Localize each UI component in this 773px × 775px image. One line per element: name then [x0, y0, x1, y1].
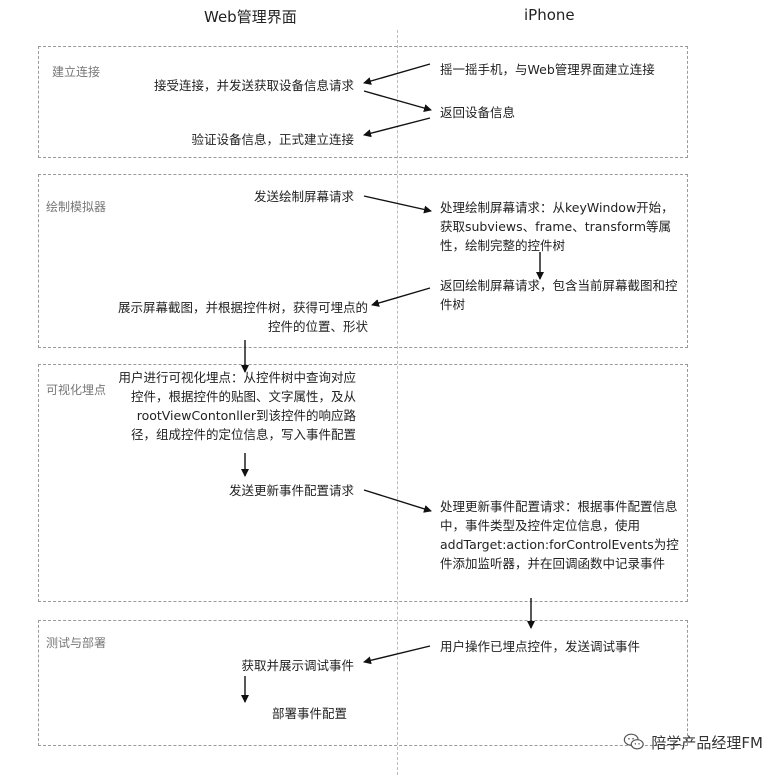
arrow-user-op-to-get-debug [363, 645, 431, 665]
step-return-draw-result: 返回绘制屏幕请求，包含当前屏幕截图和控件树 [440, 278, 678, 312]
section-label-draw: 绘制模拟器 [46, 200, 107, 214]
section-label-test: 测试与部署 [46, 636, 107, 650]
step-return-device-info: 返回设备信息 [440, 105, 516, 120]
step-verify-device: 验证设备信息，正式建立连接 [191, 132, 354, 147]
arrow-accept-to-return [363, 90, 432, 112]
iphone-column-title: iPhone [524, 6, 575, 24]
section-label-connect: 建立连接 [52, 65, 101, 79]
column-divider [397, 30, 398, 775]
step-handle-update-request: 处理更新事件配置请求：根据事件配置信息中，事件类型及控件定位信息，使用addTa… [440, 499, 679, 571]
step-send-draw-request: 发送绘制屏幕请求 [253, 189, 354, 204]
section-connect-box [38, 46, 688, 158]
arrow-send-update-to-handle [363, 489, 432, 513]
step-send-update-request: 发送更新事件配置请求 [228, 483, 354, 498]
step-show-screenshot: 展示屏幕截图，并根据控件树，获得可埋点的控件的位置、形状 [117, 300, 368, 334]
arrow-return-draw-to-show [371, 287, 431, 307]
watermark: 陪学产品经理FM [623, 731, 763, 753]
arrow-shake-to-accept [363, 63, 431, 85]
step-deploy-config: 部署事件配置 [272, 706, 348, 721]
step-get-debug-event: 获取并展示调试事件 [241, 658, 354, 673]
step-user-operate-control: 用户操作已埋点控件，发送调试事件 [440, 639, 641, 654]
step-accept-connection: 接受连接，并发送获取设备信息请求 [153, 78, 354, 93]
step-user-visual-tracking: 用户进行可视化埋点：从控件树中查询对应控件，根据控件的贴图、文字属性，及从roo… [118, 370, 356, 442]
section-visual-box [38, 364, 688, 602]
step-shake-phone: 摇一摇手机，与Web管理界面建立连接 [440, 62, 655, 77]
step-handle-draw-request: 处理绘制屏幕请求：从keyWindow开始，获取subviews、frame、t… [440, 200, 674, 253]
wechat-icon [624, 733, 645, 750]
watermark-text: 陪学产品经理FM [651, 733, 763, 752]
section-draw-box [38, 174, 688, 348]
arrow-return-to-verify [363, 117, 431, 138]
section-test-box [38, 620, 688, 746]
section-label-visual: 可视化埋点 [46, 383, 107, 397]
arrow-send-draw-to-handle [363, 195, 432, 214]
web-column-title: Web管理界面 [204, 8, 297, 26]
